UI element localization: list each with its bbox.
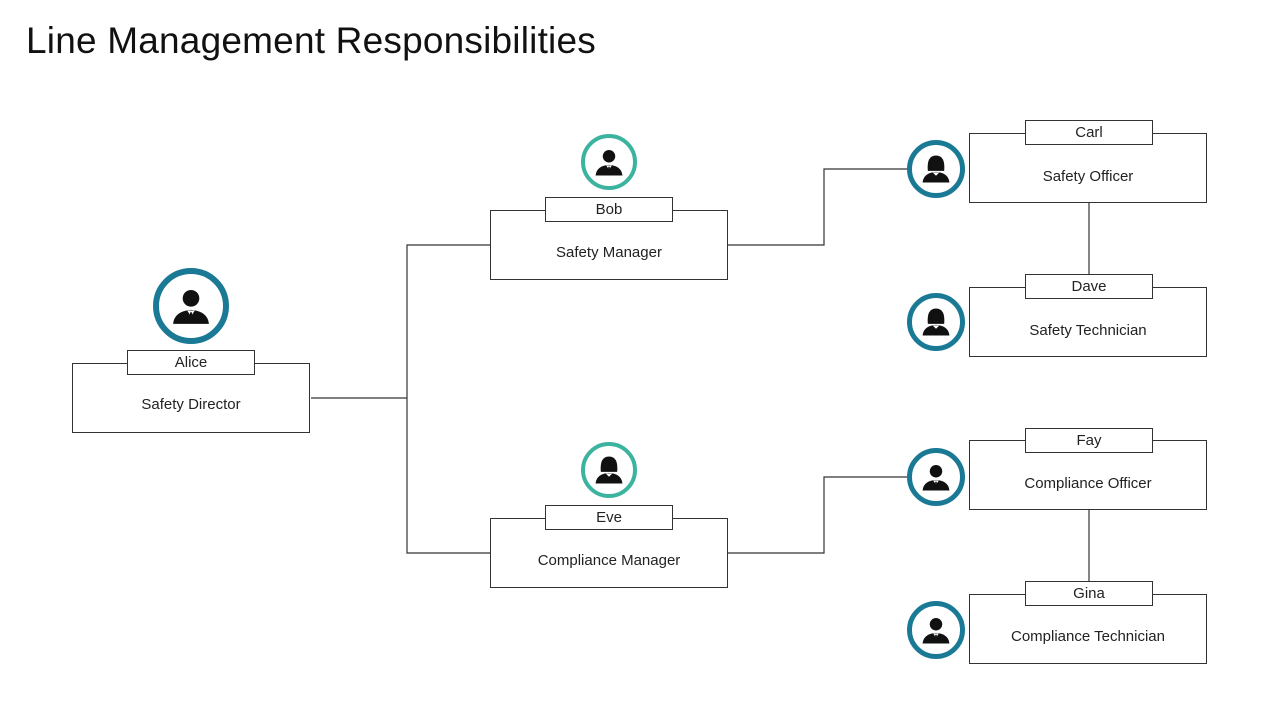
connector-alice-eve [406, 398, 490, 554]
male-person-icon [595, 150, 623, 176]
name-label-alice: Alice [127, 350, 255, 375]
avatar-gina [907, 601, 965, 659]
name-label-gina: Gina [1025, 581, 1153, 606]
female-person-icon [922, 308, 950, 336]
role-label: Safety Technician [1029, 322, 1147, 339]
card-bob: Safety Manager [490, 210, 728, 280]
role-label: Compliance Officer [1024, 475, 1152, 492]
male-person-icon [922, 618, 950, 644]
avatar-bob [581, 134, 637, 190]
avatar-carl [907, 140, 965, 198]
avatar-eve [581, 442, 637, 498]
role-label: Safety Manager [556, 244, 662, 261]
female-person-icon [922, 155, 950, 183]
connector-eve-fay [728, 476, 908, 554]
connector-bob-carl [728, 168, 908, 246]
page-title: Line Management Responsibilities [26, 20, 596, 61]
connector-alice-bob [406, 244, 490, 398]
name-label-dave: Dave [1025, 274, 1153, 299]
role-label: Safety Director [141, 396, 241, 413]
card-dave: Safety Technician [969, 287, 1207, 357]
female-person-icon [595, 456, 623, 484]
role-label: Safety Officer [1042, 168, 1134, 185]
male-person-icon [922, 465, 950, 491]
name-label-fay: Fay [1025, 428, 1153, 453]
male-person-icon [173, 290, 209, 324]
role-label: Compliance Technician [1011, 628, 1165, 645]
role-label: Compliance Manager [537, 552, 681, 569]
avatar-alice [153, 268, 229, 344]
avatar-dave [907, 293, 965, 351]
avatar-fay [907, 448, 965, 506]
name-label-carl: Carl [1025, 120, 1153, 145]
name-label-eve: Eve [545, 505, 673, 530]
name-label-bob: Bob [545, 197, 673, 222]
